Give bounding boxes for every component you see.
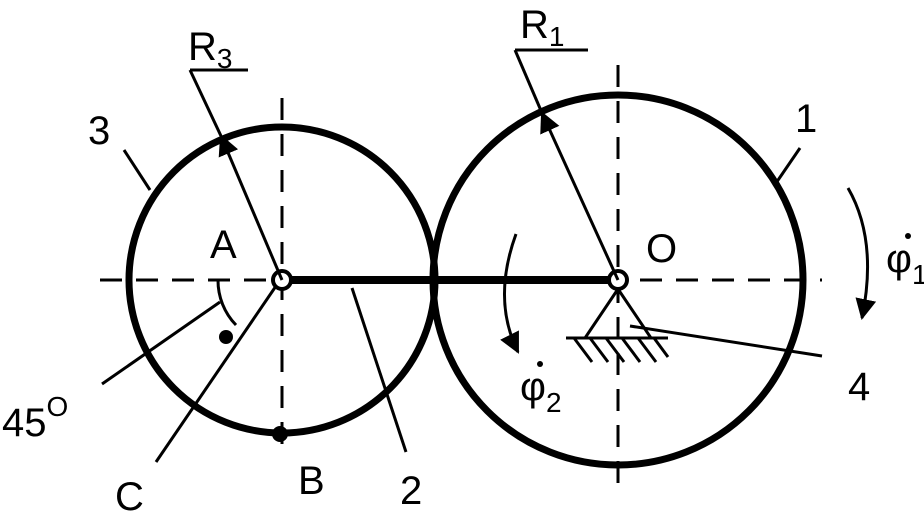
omega2-dot [537,361,543,367]
point-B-marker [272,426,288,442]
label-point-A: A [210,223,237,267]
label-wheel-1: 1 [795,97,817,141]
point-C-marker [219,330,233,344]
leader-link-2 [350,287,408,453]
rotation-arrow-phi2 [500,233,520,354]
leader-support-4 [629,324,823,358]
radius-R3-leader [188,69,223,137]
fixed-support-4 [566,288,670,363]
label-angle-45: 45O [2,391,68,445]
line-A-to-C [154,285,278,463]
label-point-O: O [646,227,677,271]
label-point-C: C [115,475,144,516]
angle-arc-45 [216,279,238,327]
label-radius-R1: R1 [520,3,564,52]
label-wheel-3: 3 [88,109,110,153]
leader-wheel-3 [122,149,152,191]
omega2-text: φ2 [520,365,562,418]
label-omega-1: φ1 [886,233,924,290]
label-point-B: B [298,459,325,503]
leader-angle-45 [101,300,221,386]
omega1-dot [905,233,911,239]
omega1-text: φ1 [886,237,924,290]
radius-R1-leader [513,49,544,114]
radius-R1-arrow [540,111,620,281]
label-link-2: 2 [400,469,422,513]
rotation-arrow-phi1 [846,187,877,321]
label-support-4: 4 [848,365,870,409]
label-omega-2: φ2 [520,361,562,418]
leader-wheel-1 [772,147,802,187]
radius-R3-arrow [218,134,284,281]
label-radius-R3: R3 [188,25,232,74]
